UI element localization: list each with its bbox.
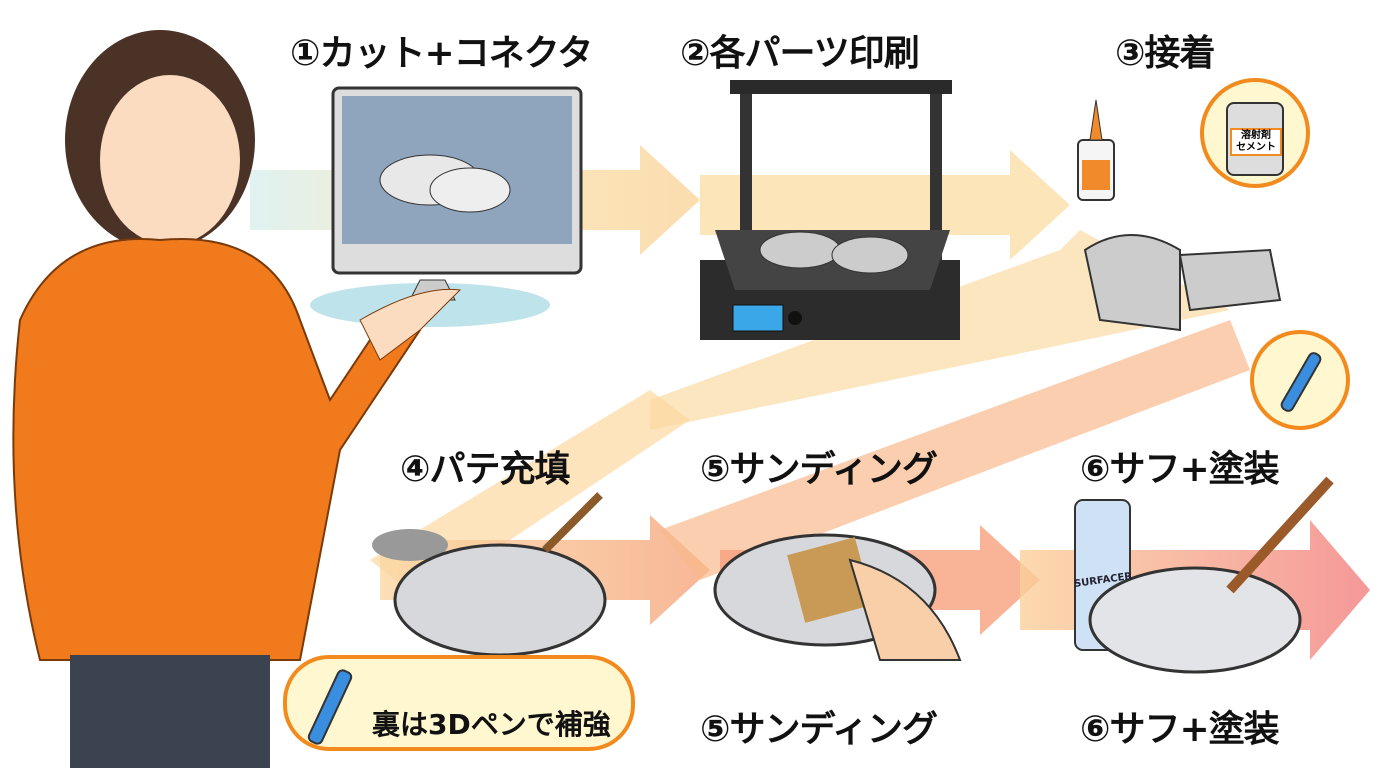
cement-label-line2: セメント xyxy=(1236,142,1276,153)
person-illustration xyxy=(12,30,462,768)
glued-parts-illustration xyxy=(1077,99,1282,332)
cement-callout: 溶射剤 セメント xyxy=(1200,78,1310,188)
printer-illustration xyxy=(700,80,960,340)
step-1-label: ①カット+コネクタ xyxy=(290,33,593,74)
step-4-label: ④パテ充填 xyxy=(400,449,570,490)
3d-pen-icon xyxy=(1278,349,1324,415)
pen-note-text: 裏は3Dペンで補強 xyxy=(372,708,611,741)
putty-illustration xyxy=(372,492,607,657)
cement-label-line1: 溶射剤 xyxy=(1241,130,1271,141)
step-5-label: ⑤サンディング xyxy=(700,449,938,490)
3d-pen-icon xyxy=(305,667,355,747)
step-5-bottom-label: ⑤サンディング xyxy=(700,709,938,750)
sanding-illustration xyxy=(713,533,962,661)
step-6-label: ⑥サフ+塗装 xyxy=(1080,449,1280,490)
pen-note-callout: 裏は3Dペンで補強 xyxy=(283,655,635,751)
painting-illustration xyxy=(1074,476,1334,674)
step-3-label: ③接着 xyxy=(1115,33,1215,74)
3d-pen-callout xyxy=(1250,330,1350,430)
step-6-bottom-label: ⑥サフ+塗装 xyxy=(1080,709,1280,750)
step-2-label: ②各パーツ印刷 xyxy=(680,33,920,74)
